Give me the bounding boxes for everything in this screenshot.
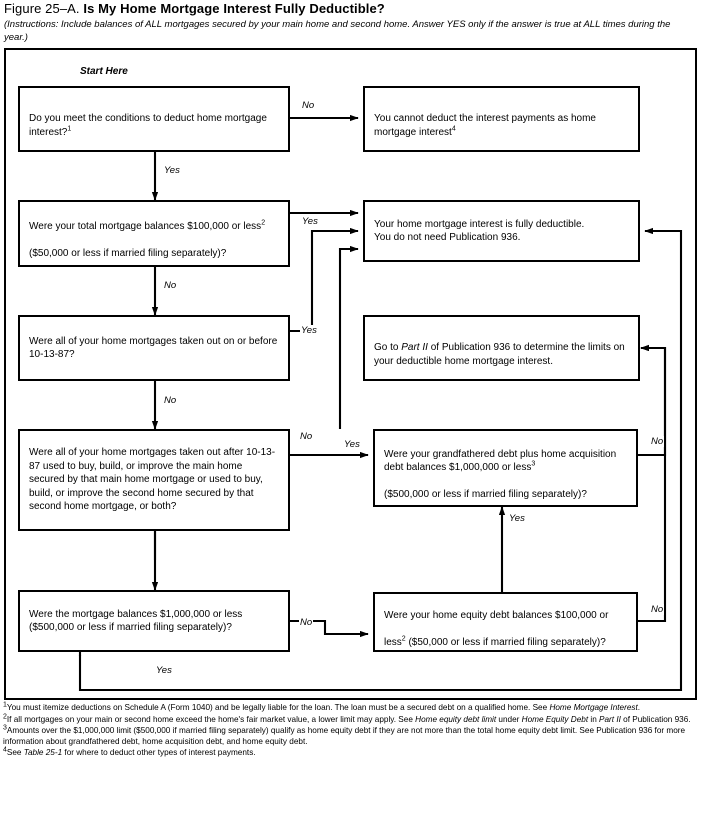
footnote-ref-2b: 2	[401, 635, 406, 643]
footnote-ref-3: 3	[531, 460, 536, 468]
decision-box-q2[interactable]: Were your total mortgage balances $100,0…	[18, 200, 290, 267]
edge-label-q4-no: No	[299, 431, 314, 442]
footnote-2-em2: Home Equity Debt	[521, 714, 589, 724]
footnote-ref-2: 2	[261, 219, 266, 227]
edge-label-q3-no: No	[163, 395, 178, 406]
figure-label: Figure 25–A.	[4, 1, 80, 16]
result-part-ii-text: Go to Part II of Publication 936 to dete…	[374, 342, 625, 367]
footnote-2-em1: Home equity debt limit	[415, 714, 497, 724]
result-box-fully-deductible[interactable]: Your home mortgage interest is fully ded…	[363, 200, 640, 262]
decision-q2-text: Were your total mortgage balances $100,0…	[29, 219, 266, 259]
decision-box-q5[interactable]: Were your grandfathered debt plus home a…	[373, 429, 638, 507]
edge-label-q6-yes: Yes	[155, 665, 173, 676]
emphasis-part-ii: Part II	[401, 342, 428, 354]
page-title: Figure 25–A. Is My Home Mortgage Interes…	[4, 1, 385, 16]
edge-label-q7-no: No	[650, 604, 665, 615]
start-here-label: Start Here	[80, 66, 128, 77]
edge-label-q1-no: No	[301, 100, 316, 111]
edge-label-q4-yes: Yes	[343, 439, 361, 450]
footnote-2-marker: 2	[3, 712, 7, 720]
footnote-ref-1: 1	[67, 125, 72, 133]
decision-q7-text: Were your home equity debt balances $100…	[384, 609, 609, 648]
footnote-2-text: If all mortgages on your main or second …	[6, 714, 416, 724]
decision-box-q3[interactable]: Were all of your home mortgages taken ou…	[18, 315, 290, 381]
decision-box-q6[interactable]: Were the mortgage balances $1,000,000 or…	[18, 590, 290, 652]
edge-label-q5-no: No	[650, 436, 665, 447]
decision-q6-text: Were the mortgage balances $1,000,000 or…	[29, 608, 243, 634]
result-cannot-deduct-text: You cannot deduct the interest payments …	[374, 113, 596, 138]
footnote-1: 1You must itemize deductions on Schedule…	[3, 701, 641, 712]
decision-box-q7[interactable]: Were your home equity debt balances $100…	[373, 592, 638, 652]
result-box-cannot-deduct[interactable]: You cannot deduct the interest payments …	[363, 86, 640, 152]
flowchart-frame	[4, 48, 697, 700]
footnotes: 1You must itemize deductions on Schedule…	[3, 701, 715, 760]
footnote-2-em3: Part II	[599, 714, 621, 724]
edge-label-q2-yes: Yes	[301, 216, 319, 227]
footnote-3: 3Amounts over the $1,000,000 limit ($500…	[3, 724, 715, 747]
result-fully-deductible-text: Your home mortgage interest is fully ded…	[374, 218, 585, 244]
footnote-4: 4See Table 25-1 for where to deduct othe…	[3, 746, 256, 758]
footnote-ref-4: 4	[451, 125, 456, 133]
decision-q5-text: Were your grandfathered debt plus home a…	[384, 448, 617, 501]
figure-title-text: Is My Home Mortgage Interest Fully Deduc…	[83, 1, 385, 16]
footnote-2: 2If all mortgages on your main or second…	[3, 712, 691, 724]
decision-q1-text: Do you meet the conditions to deduct hom…	[29, 113, 267, 138]
decision-box-q1[interactable]: Do you meet the conditions to deduct hom…	[18, 86, 290, 152]
decision-q4-text: Were all of your home mortgages taken ou…	[29, 447, 276, 513]
decision-box-q4[interactable]: Were all of your home mortgages taken ou…	[18, 429, 290, 531]
edge-label-q7-yes: Yes	[508, 513, 526, 524]
decision-q3-text: Were all of your home mortgages taken ou…	[29, 335, 278, 361]
result-box-part-ii[interactable]: Go to Part II of Publication 936 to dete…	[363, 315, 640, 381]
footnote-4-marker: 4	[3, 746, 7, 754]
footnote-4-em: Table 25-1	[23, 748, 63, 758]
footnote-3-marker: 3	[3, 724, 7, 732]
edge-label-q1-yes: Yes	[163, 165, 181, 176]
edge-label-q2-no: No	[163, 280, 178, 291]
figure-instructions: (Instructions: Include balances of ALL m…	[4, 19, 671, 43]
footnote-4-text: See	[6, 748, 24, 758]
footnote-1-marker: 1	[3, 701, 7, 709]
edge-label-q3-yes: Yes	[300, 325, 318, 336]
footnote-3-text: Amounts over the $1,000,000 limit ($500,…	[3, 726, 686, 746]
footnote-1-em: Home Mortgage Interest	[549, 703, 638, 712]
edge-label-q6-no: No	[299, 617, 314, 628]
footnote-1-text: You must itemize deductions on Schedule …	[6, 703, 550, 712]
